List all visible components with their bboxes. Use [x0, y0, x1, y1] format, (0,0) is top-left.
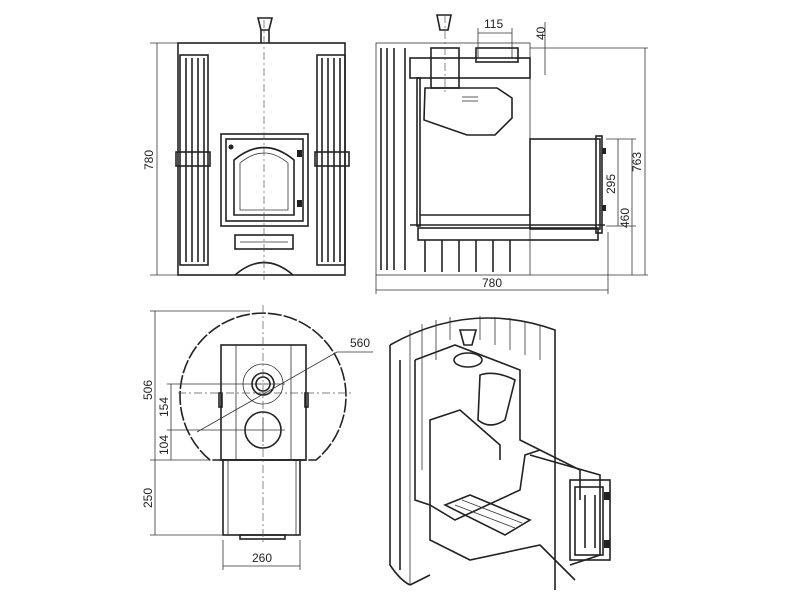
chimney-offset-label: 115 [484, 17, 503, 31]
side-dimensions: 115 40 763 460 295 780 [375, 17, 648, 294]
side-width-label: 780 [482, 276, 502, 290]
front-view: 780 [142, 17, 350, 280]
front-right-ribs [316, 54, 346, 266]
side-view: 115 40 763 460 295 780 [375, 14, 648, 294]
hole-pos-label: 104 [157, 435, 171, 455]
firebox-length-label: 250 [141, 488, 155, 508]
front-door [220, 133, 309, 227]
isometric-view [389, 316, 611, 590]
front-height-dimension: 780 [142, 42, 178, 276]
chimney-pos-label: 154 [157, 397, 171, 417]
diameter-label: 560 [350, 336, 370, 350]
front-left-ribs [179, 54, 209, 266]
total-height-label: 763 [630, 152, 644, 172]
chimney-icon [256, 17, 274, 43]
door-height-label: 295 [604, 174, 618, 194]
top-offset-label: 40 [534, 26, 548, 40]
depth-label: 506 [141, 380, 155, 400]
top-dimensions: 560 506 154 104 250 260 [141, 310, 373, 570]
firebox-width-label: 260 [252, 551, 272, 565]
door-top-label: 460 [618, 208, 632, 228]
top-view: 560 506 154 104 250 260 [141, 305, 373, 570]
front-height-label: 780 [142, 150, 156, 170]
